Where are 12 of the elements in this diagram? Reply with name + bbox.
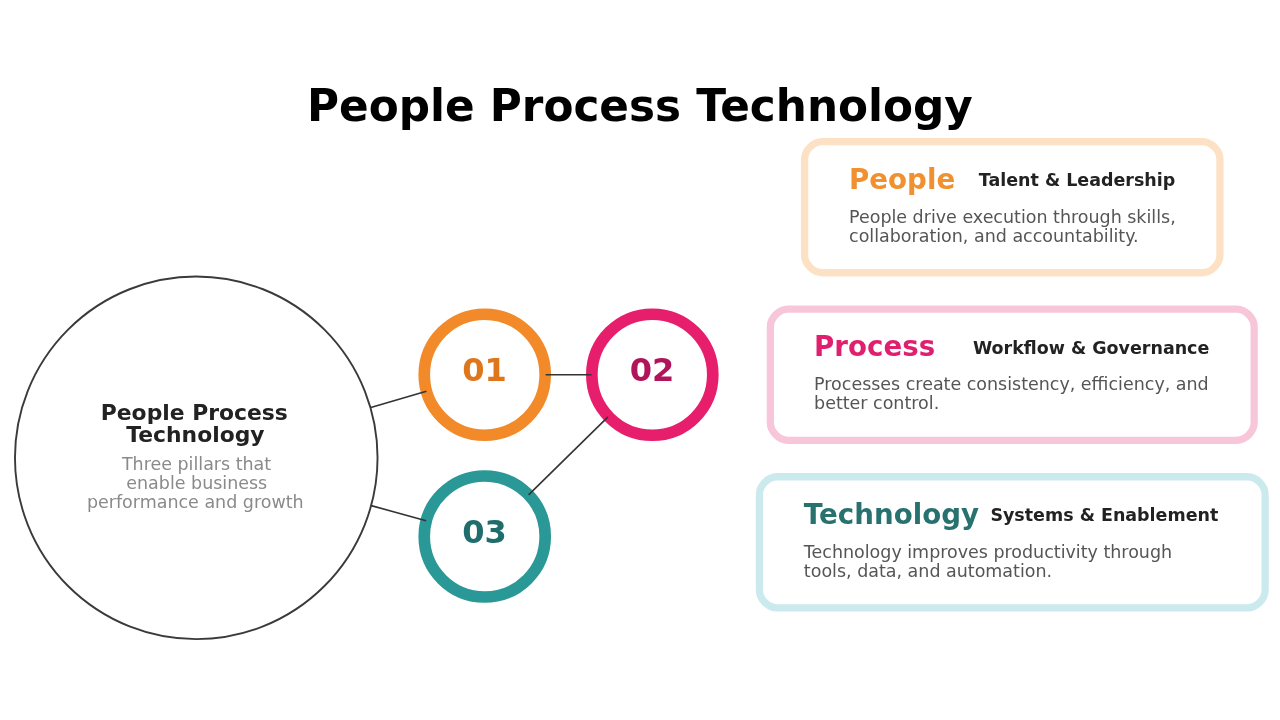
connector [527,415,609,496]
node-circle: 03 [418,469,552,603]
node-circle: 02 [586,307,719,441]
connector [544,373,593,376]
diagram-title: People Process Technology [307,79,973,131]
node-box: Technology Systems & Enablement Technology improves productivity through tools, data, and automation. [755,472,1269,612]
node-circle: People Process Technology Three pillars that enable business performance and growth [14,275,379,640]
connector [370,504,427,522]
node-circle: 01 [418,307,552,441]
node-box: Process Workflow & Governance Processes create consistency, efficiency, and better control. [766,305,1258,444]
node-box: People Talent & Leadership People drive execution through skills, collaboration, and accountability. [800,137,1224,276]
connector [370,389,428,408]
